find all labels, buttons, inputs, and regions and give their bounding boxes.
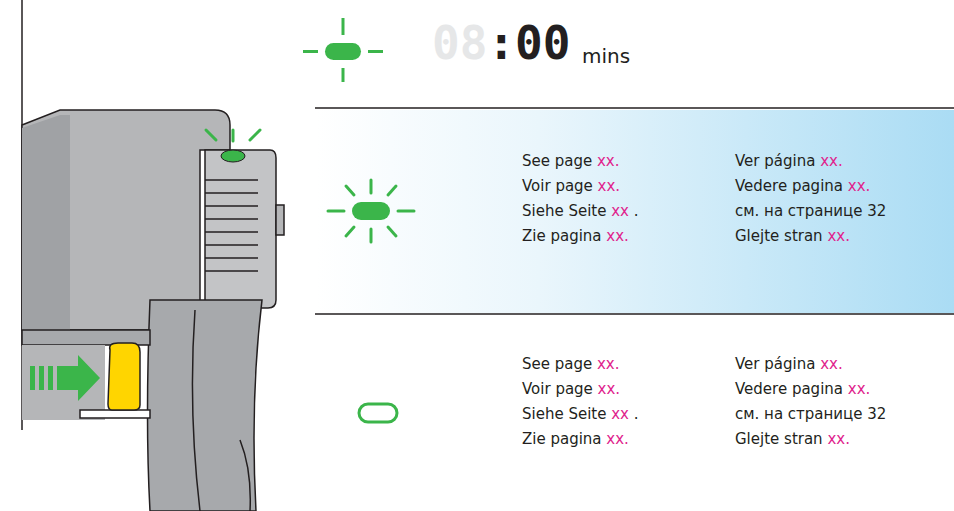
vacuum-body xyxy=(22,110,284,511)
divider xyxy=(315,107,954,109)
instruction-text: Siehe Seite xx . xyxy=(522,405,639,423)
instruction-text: Siehe Seite xx . xyxy=(522,202,639,220)
led-rays xyxy=(206,130,260,141)
instruction-text: Zie pagina xx. xyxy=(522,430,629,448)
instruction-text: см. на странице 32 xyxy=(735,202,886,220)
instruction-text: Voir page xx. xyxy=(522,177,620,195)
instruction-text: Ver página xx. xyxy=(735,152,843,170)
instruction-text: Vedere pagina xx. xyxy=(735,177,870,195)
instruction-text: See page xx. xyxy=(522,152,620,170)
press-arrow xyxy=(30,355,100,401)
instruction-text: Glejte stran xx. xyxy=(735,430,850,448)
unit-label: mins xyxy=(582,44,630,68)
instruction-text: Voir page xx. xyxy=(522,380,620,398)
light-flashing-symbol xyxy=(316,110,436,313)
instruction-text: Vedere pagina xx. xyxy=(735,380,870,398)
light-off-symbol xyxy=(359,404,397,422)
instruction-text: See page xx. xyxy=(522,355,620,373)
instruction-text: Ver página xx. xyxy=(735,355,843,373)
flashing-band: See page xx. Voir page xx. Siehe Seite xx … xyxy=(316,110,954,313)
instruction-text: Glejte stran xx. xyxy=(735,227,850,245)
light-on-symbol xyxy=(303,18,383,82)
instruction-text: Zie pagina xx. xyxy=(522,227,629,245)
led xyxy=(221,150,245,162)
instruction-text: см. на странице 32 xyxy=(735,405,886,423)
timer-display: 08:00 xyxy=(432,18,570,68)
divider xyxy=(315,313,954,315)
